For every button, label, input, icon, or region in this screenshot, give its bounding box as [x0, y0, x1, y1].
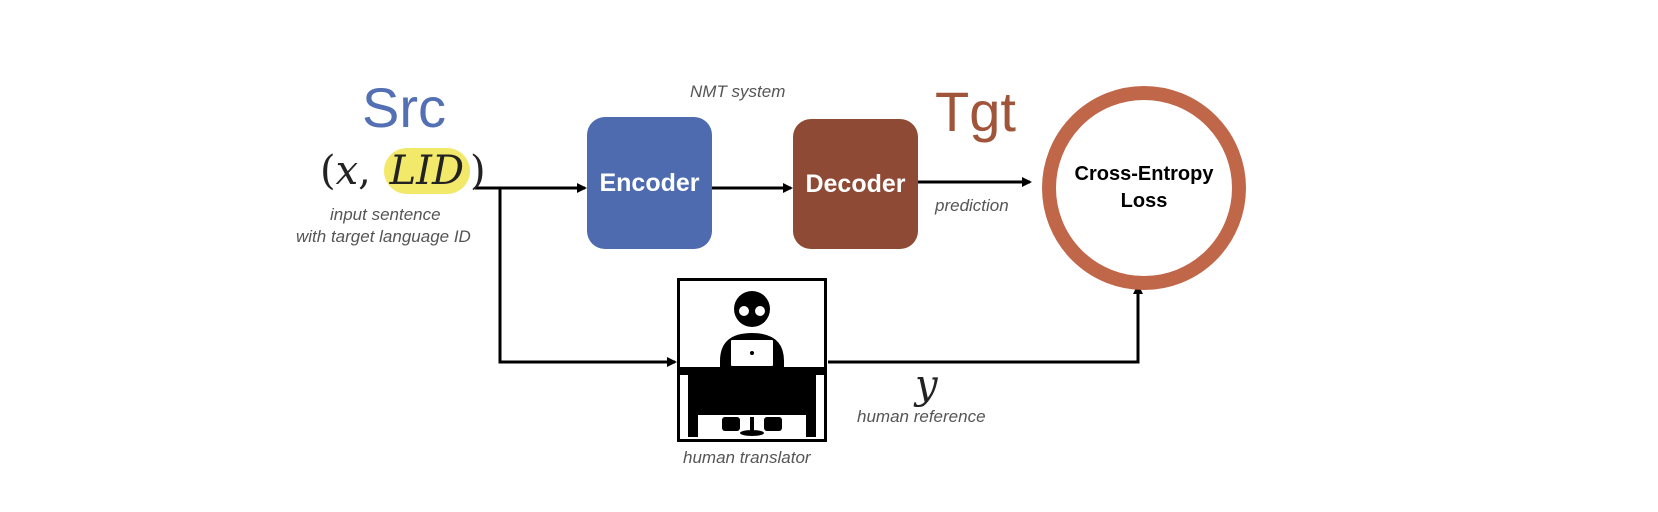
decoder-label: Decoder	[805, 169, 906, 198]
input-caption-line1: input sentence	[330, 205, 441, 224]
human-translator-figure	[677, 278, 827, 442]
y-math: y	[915, 362, 938, 408]
input-open-paren: (	[320, 148, 336, 194]
nmt-system-label: NMT system	[690, 82, 786, 101]
loss-label-line1: Cross-Entropy	[1074, 163, 1214, 185]
input-caption-line2: with target language ID	[296, 227, 471, 246]
decoder-box: Decoder	[793, 119, 918, 249]
prediction-label: prediction	[935, 196, 1009, 215]
input-x: x	[335, 148, 359, 194]
input-close-paren: )	[470, 148, 486, 194]
lid-highlight: LID	[383, 148, 471, 194]
loss-circle: Cross-Entropy Loss	[1042, 86, 1246, 290]
human-translator-label: human translator	[683, 448, 811, 467]
input-math: (x, LID )	[320, 148, 486, 194]
tgt-label: Tgt	[935, 80, 1016, 143]
translator-icon	[680, 291, 824, 437]
encoder-label: Encoder	[599, 168, 700, 197]
input-to-translator-arrow	[498, 188, 677, 367]
human-reference-label: human reference	[857, 407, 986, 426]
src-label: Src	[362, 76, 446, 139]
loss-label-line2: Loss	[1120, 190, 1168, 212]
encoder-box: Encoder	[587, 117, 712, 249]
lid-text: LID	[389, 148, 465, 194]
translator-to-loss-arrow	[828, 284, 1143, 364]
input-comma: ,	[358, 148, 371, 194]
